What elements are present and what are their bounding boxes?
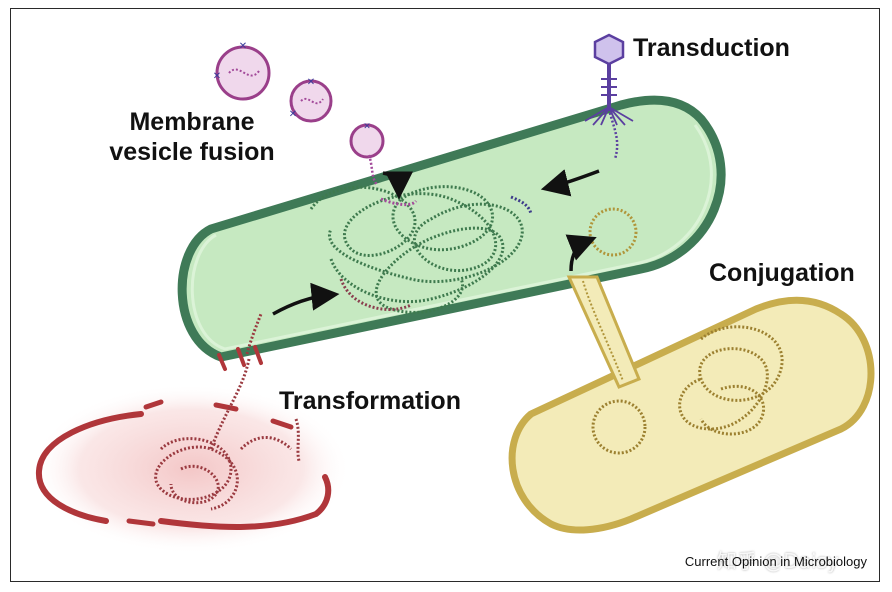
conjugation-donor-dna <box>591 325 784 455</box>
transformation-pores <box>217 345 263 371</box>
vesicle-icon: ✕ ✕ <box>289 77 333 123</box>
svg-text:✕: ✕ <box>213 71 221 82</box>
label-membrane-vesicle-fusion: Membrane vesicle fusion <box>87 107 297 167</box>
recipient-chromosome <box>309 185 533 314</box>
label-vesicle-line2: vesicle fusion <box>109 138 275 166</box>
vesicle-icon: ✕ <box>349 122 385 186</box>
watermark: 知乎 @Daisy <box>717 549 839 573</box>
label-transformation: Transformation <box>279 387 461 415</box>
label-vesicle-line1: Membrane <box>129 108 255 136</box>
transformation-donor-cell <box>35 399 332 530</box>
svg-text:✕: ✕ <box>289 109 297 120</box>
lysis-glow <box>31 384 351 554</box>
label-transduction: Transduction <box>633 34 790 62</box>
gene-transfer-diagram: ✕ ✕ ✕ ✕ ✕ <box>31 33 875 554</box>
conjugation-pilus <box>566 275 641 389</box>
figure-frame: ✕ ✕ ✕ ✕ ✕ <box>10 8 880 582</box>
recipient-plasmid <box>588 207 638 257</box>
journal-credit: Current Opinion in Microbiology <box>684 554 867 569</box>
vesicle-icon: ✕ ✕ <box>213 41 271 101</box>
phage-icon <box>584 33 634 160</box>
label-conjugation: Conjugation <box>709 259 855 287</box>
conjugation-donor-cell <box>508 296 875 534</box>
svg-text:✕: ✕ <box>363 122 371 132</box>
svg-text:✕: ✕ <box>239 41 247 52</box>
transformation-donor-dna <box>154 358 301 511</box>
arrow-icon <box>272 169 600 316</box>
svg-text:✕: ✕ <box>307 77 315 88</box>
